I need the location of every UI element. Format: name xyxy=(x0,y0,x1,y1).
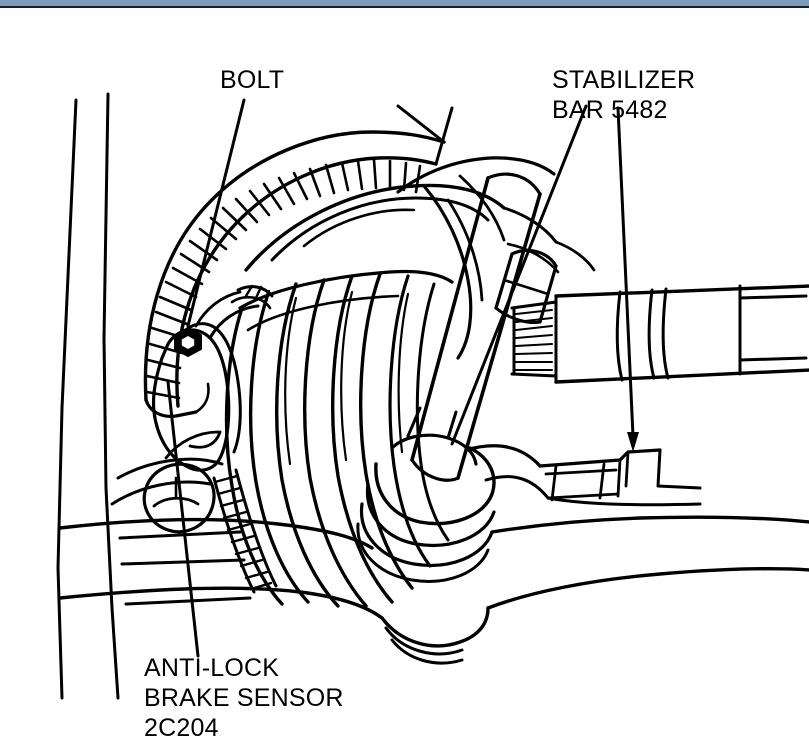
callout-abs-line2: BRAKE SENSOR xyxy=(144,684,344,712)
leader-abs-sensor xyxy=(166,380,200,658)
leader-bolt xyxy=(186,98,246,328)
callout-bolt-label: BOLT xyxy=(220,66,284,94)
page-top-rule xyxy=(0,6,809,8)
page-top-band xyxy=(0,0,809,6)
ball-joint-boot xyxy=(356,406,496,583)
subframe-bracket xyxy=(464,444,702,507)
callout-stabilizer-line2: BAR 5482 xyxy=(552,96,668,124)
cv-joint-boot xyxy=(224,269,454,608)
brake-rotor-edge xyxy=(56,92,120,700)
callout-stabilizer-line1: STABILIZER xyxy=(552,66,695,94)
callout-abs-line1: ANTI-LOCK xyxy=(144,654,279,682)
suspension-figure: BOLT STABILIZER BAR 5482 ANTI-LOCK BRAKE… xyxy=(0,8,809,749)
arrowhead-icon xyxy=(627,432,639,452)
control-arm-inner-structure xyxy=(110,430,252,606)
leader-stabilizer-bar-left xyxy=(450,104,588,446)
leader-stabilizer-bar-right xyxy=(616,106,635,438)
abs-sensor-cable xyxy=(143,104,454,408)
line-art-canvas: BOLT STABILIZER BAR 5482 ANTI-LOCK BRAKE… xyxy=(56,66,809,742)
leader-lines xyxy=(166,98,635,658)
stabilizer-bar xyxy=(410,172,558,482)
tone-ring xyxy=(212,284,278,594)
callout-abs-line3: 2C204 xyxy=(144,714,219,742)
abs-sensor-body xyxy=(144,290,260,472)
strut-upper-detail xyxy=(506,240,596,274)
lower-control-arm xyxy=(58,515,809,665)
axle-shaft xyxy=(510,284,809,384)
